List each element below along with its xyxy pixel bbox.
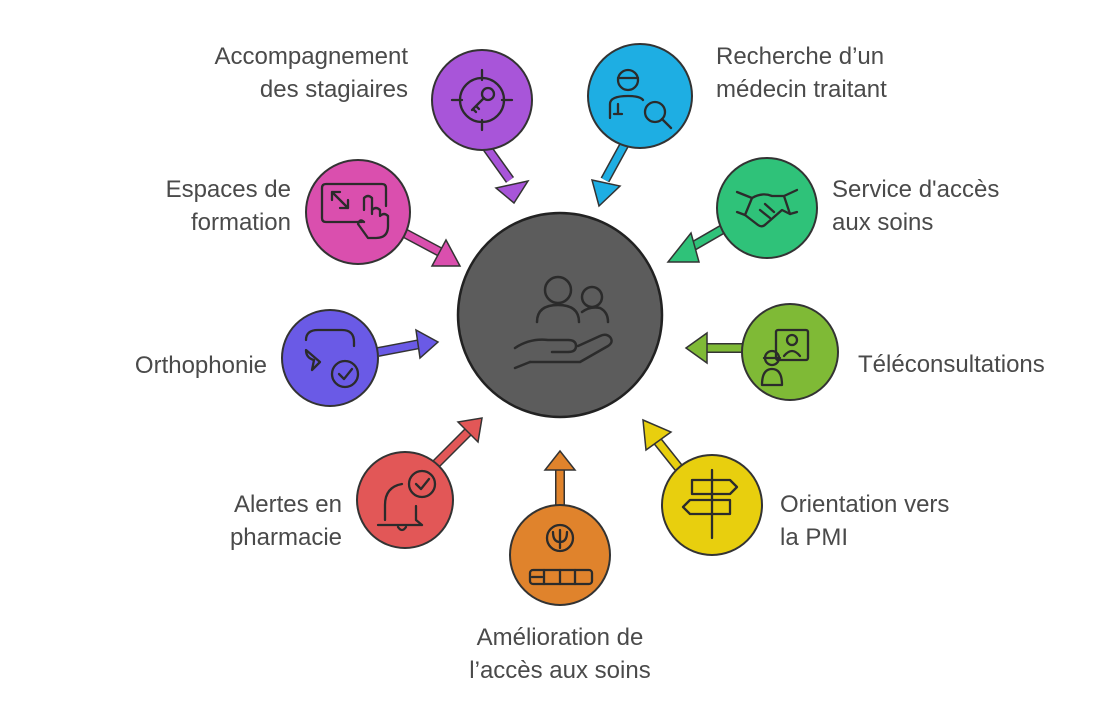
label-accompagnement: Accompagnement des stagiaires xyxy=(214,43,408,103)
arrow-recherche xyxy=(590,135,633,208)
people-in-hand-icon xyxy=(513,275,613,370)
label-amelioration: Amélioration de l’accès aux soins xyxy=(469,624,651,684)
label-espaces: Espaces de formation xyxy=(165,176,291,236)
node-orthophonie xyxy=(281,309,379,407)
label-orientation: Orientation vers la PMI xyxy=(780,491,950,551)
bell-check-icon xyxy=(376,469,437,532)
center-node xyxy=(456,211,664,419)
video-call-icon xyxy=(760,328,810,387)
label-alertes: Alertes en pharmacie xyxy=(229,491,342,551)
speech-bubble-check-icon xyxy=(304,328,360,389)
node-alertes xyxy=(356,451,454,549)
label-service: Service d'accès aux soins xyxy=(832,176,1000,236)
psychology-books-icon xyxy=(528,523,594,586)
signpost-icon xyxy=(681,468,739,540)
target-key-icon xyxy=(450,68,514,132)
node-recherche xyxy=(587,43,693,149)
node-teleconsultations xyxy=(741,303,839,401)
node-espaces xyxy=(305,159,411,265)
node-amelioration xyxy=(509,504,611,606)
arrow-alertes xyxy=(426,417,483,474)
arrow-amelioration xyxy=(543,449,577,510)
node-accompagnement xyxy=(431,49,533,151)
arrow-orthophonie xyxy=(377,328,440,360)
doctor-search-icon xyxy=(608,68,673,130)
handshake-icon xyxy=(735,188,799,228)
node-service xyxy=(716,157,818,259)
touch-screen-icon xyxy=(320,182,390,240)
label-orthophonie: Orthophonie xyxy=(134,352,267,379)
label-teleconsultations: Téléconsultations xyxy=(858,351,1045,378)
node-orientation xyxy=(661,454,763,556)
label-recherche: Recherche d’un médecin traitant xyxy=(716,43,887,103)
